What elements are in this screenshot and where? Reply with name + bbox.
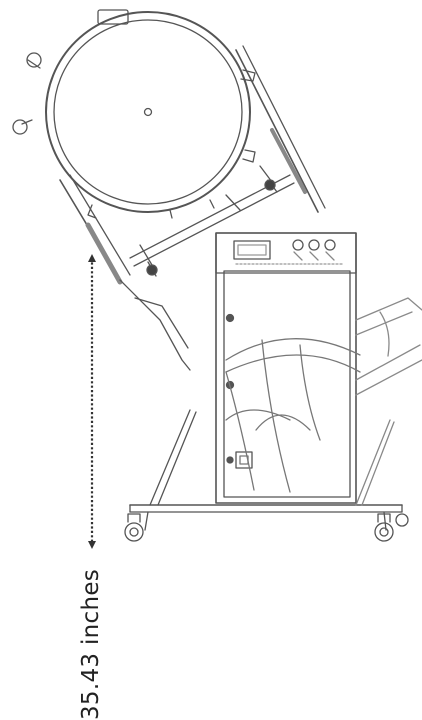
control-cabinet [215,232,361,504]
power-socket-icon [235,451,253,469]
drum [12,9,256,219]
drum-knob-upper [26,52,42,68]
control-display [233,240,271,260]
base-frame [124,409,409,542]
right-chute [355,297,422,396]
right-gas-strut [235,45,326,213]
cabinet-knob-icon [225,313,235,323]
control-dial-icon [292,239,304,251]
drum-center-hub [143,107,153,117]
drum-top-handle [97,9,129,25]
height-dimension-line [88,254,96,549]
height-dimension-label: 35.43 inches [78,568,104,720]
machine-line-drawing [12,9,422,549]
drum-knob-lower [12,119,28,135]
left-support-arm [59,174,191,371]
tilt-bars [129,165,295,277]
